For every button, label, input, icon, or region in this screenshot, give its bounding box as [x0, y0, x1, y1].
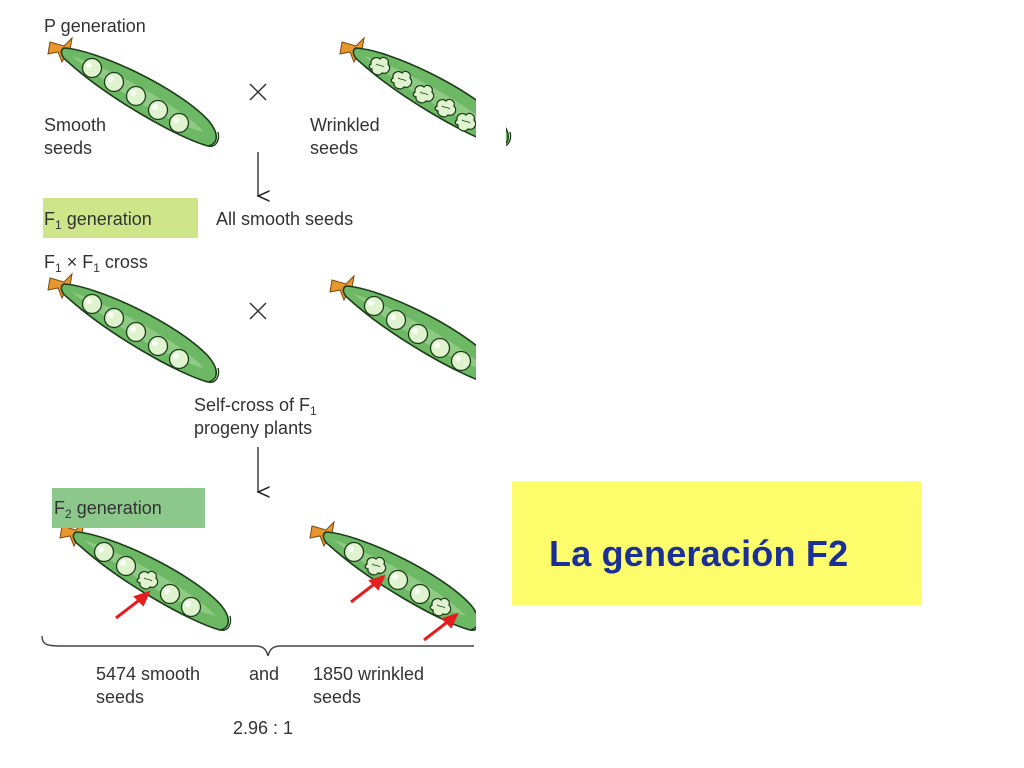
cross-icon — [249, 302, 267, 320]
f1-cross-title: F1 × F1 cross — [44, 252, 148, 275]
cross-icon — [249, 83, 267, 101]
callout-box: La generación F2 — [512, 481, 921, 605]
pea-pod-icon — [59, 521, 232, 632]
smooth-label: Smooth — [44, 115, 107, 135]
smooth-count-label: 5474 smooth — [96, 664, 201, 684]
brace-icon — [41, 635, 474, 657]
callout-title: La generación F2 — [549, 533, 849, 574]
pea-pod-icon — [47, 273, 220, 384]
wrinkled-label: Wrinkled — [310, 115, 380, 135]
wrinkled-seeds-label: seeds — [310, 138, 359, 158]
wrinkled-count-seeds: seeds — [313, 687, 362, 707]
and-label: and — [249, 664, 280, 684]
smooth-seeds-label: seeds — [44, 138, 93, 158]
ratio-label: 2.96 : 1 — [233, 718, 294, 738]
f2-generation-label: F2 generation — [54, 498, 162, 521]
f1-generation-label: F1 generation — [44, 209, 152, 232]
f2-generation-box — [52, 488, 205, 528]
smooth-count-seeds: seeds — [96, 687, 145, 707]
f1-result-label: All smooth seeds — [216, 209, 354, 229]
red-arrow-icon — [423, 612, 459, 642]
self-cross-label: Self-cross of F1 — [194, 395, 317, 418]
pea-pod-icon — [329, 275, 502, 386]
red-arrow-icon — [115, 590, 151, 620]
f1-generation-box — [43, 198, 198, 238]
red-arrow-icon — [350, 574, 386, 604]
p-generation-title: P generation — [44, 16, 146, 36]
wrinkled-count-label: 1850 wrinkled — [313, 664, 425, 684]
progeny-plants-label: progeny plants — [194, 418, 313, 438]
